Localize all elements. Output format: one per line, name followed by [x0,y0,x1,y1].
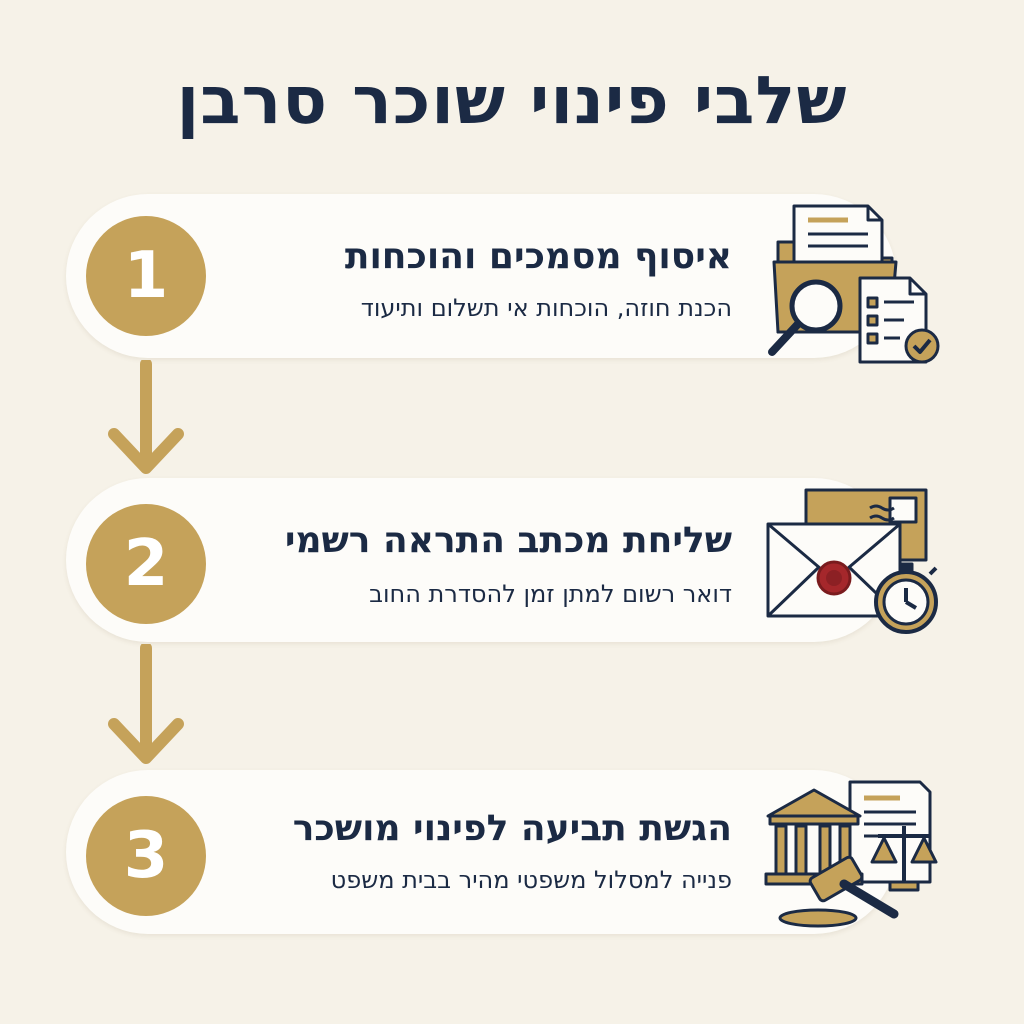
step-title-2: שליחת מכתב התראה רשמי [284,520,732,561]
down-arrow-icon [108,360,184,474]
step-description-2: דואר רשום למתן זמן להסדרת החוב [369,580,732,608]
step-description-3: פנייה למסלול משפטי מהיר בבית משפט [330,866,732,894]
step-title-3: הגשת תביעה לפינוי מושכר [292,808,732,849]
step-title-1: איסוף מסמכים והוכחות [344,236,732,277]
down-arrow-icon [108,644,184,764]
step-description-1: הכנת חוזה, הוכחות אי תשלום ותיעוד [360,294,732,322]
step-number-badge-3: 3 [86,796,206,916]
page-title: שלבי פינוי שוכר סרבן [176,62,848,139]
folder-documents-magnifier-checklist-icon [768,204,940,364]
courthouse-gavel-scales-icon [764,780,938,928]
step-number-badge-2: 2 [86,504,206,624]
step-number-badge-1: 1 [86,216,206,336]
sealed-envelope-stopwatch-icon [766,488,938,634]
